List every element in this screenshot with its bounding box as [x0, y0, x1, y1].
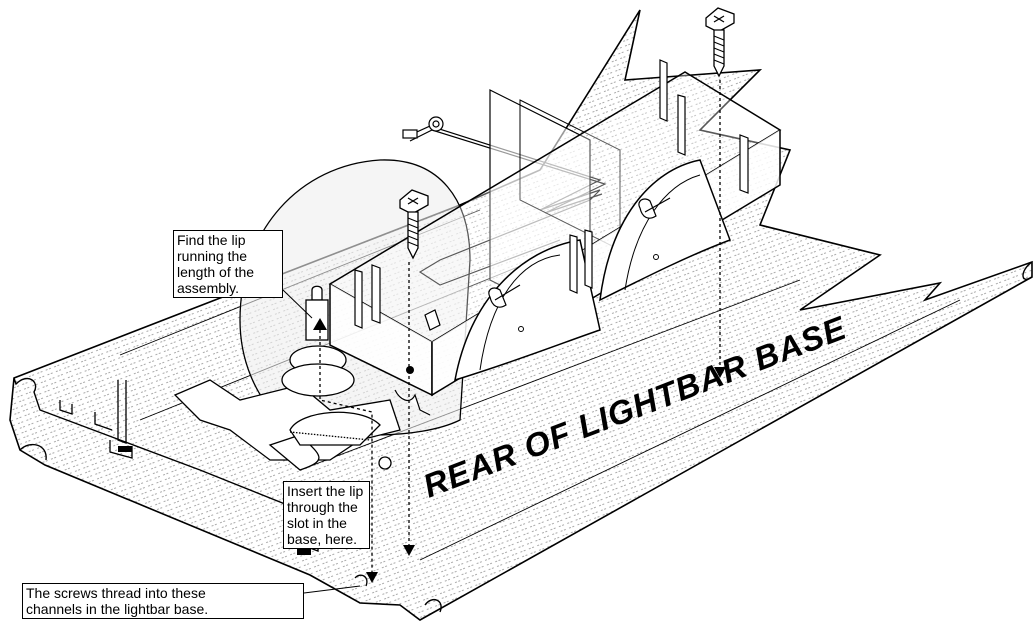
- mount-plate: [173, 379, 401, 471]
- guide-lines: [319, 80, 721, 575]
- screw-icon: [399, 189, 429, 260]
- callout-find-lip: Find the lip running the length of the a…: [173, 230, 283, 298]
- callout-insert-lip: Insert the lip through the slot in the b…: [283, 481, 370, 549]
- callout-leaders: [282, 289, 361, 594]
- screw-icon: [705, 7, 735, 78]
- halogen-lamp: [281, 285, 355, 397]
- reflector-tray: [328, 59, 782, 416]
- callout-screws-channels: The screws thread into these channels in…: [22, 583, 304, 619]
